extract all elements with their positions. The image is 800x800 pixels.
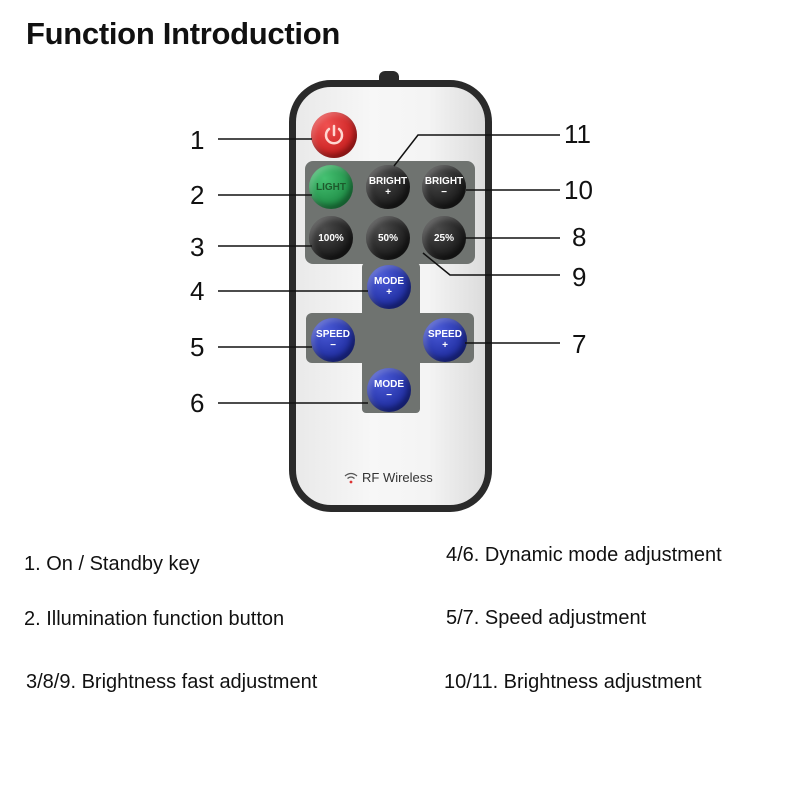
mode-minus-button[interactable]: MODE− [367,368,411,412]
description-6: 10/11. Brightness adjustment [444,671,702,693]
callout-8: 8 [572,222,587,252]
remote-antenna-notch [379,71,399,81]
power-icon [324,124,344,145]
callout-4: 4 [190,276,205,306]
callout-line-9 [422,252,560,276]
brightness-100-button[interactable]: 100% [309,216,353,260]
description-2: 2. Illumination function button [24,608,285,630]
callout-3: 3 [190,232,205,262]
callout-10: 10 [564,175,593,205]
callout-2: 2 [190,180,205,210]
callout-7: 7 [572,329,587,359]
callout-9: 9 [572,262,587,292]
mode-plus-button[interactable]: MODE+ [367,265,411,309]
callout-1: 1 [190,125,205,155]
callout-5: 5 [190,332,205,362]
wifi-icon [344,472,358,483]
description-1: 1. On / Standby key [24,553,200,575]
description-5: 5/7. Speed adjustment [446,607,647,629]
callout-line-11 [393,134,560,167]
description-4: 4/6. Dynamic mode adjustment [446,544,722,566]
brightness-50-button[interactable]: 50% [366,216,410,260]
callout-11: 11 [564,119,591,149]
description-3: 3/8/9. Brightness fast adjustment [26,671,318,693]
brightness-25-button[interactable]: 25% [422,216,466,260]
speed-plus-button[interactable]: SPEED+ [423,318,467,362]
bright-plus-button[interactable]: BRIGHT+ [366,165,410,209]
speed-minus-button[interactable]: SPEED− [311,318,355,362]
light-button[interactable]: LIGHT [309,165,353,209]
page-title: Function Introduction [26,16,340,51]
callout-6: 6 [190,388,205,418]
power-button[interactable] [311,112,357,158]
bright-minus-button[interactable]: BRIGHT− [422,165,466,209]
rf-wireless-label: RF Wireless [344,470,433,485]
